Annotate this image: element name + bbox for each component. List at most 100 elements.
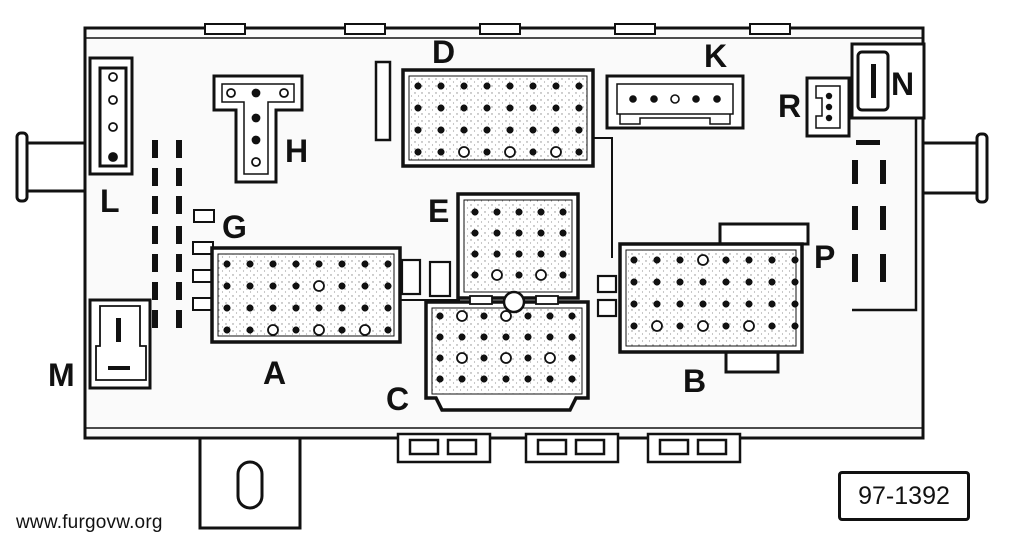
pin [722, 278, 730, 286]
pin [506, 104, 514, 112]
figure-id-box: 97-1392 [838, 471, 970, 521]
pin [699, 278, 707, 286]
hollow-pin [313, 280, 325, 292]
pin [653, 278, 661, 286]
pin [630, 256, 638, 264]
pin [515, 208, 523, 216]
pin [502, 375, 510, 383]
pin [384, 326, 392, 334]
hollow-pin [535, 269, 547, 281]
connector-m [88, 298, 152, 390]
pin [436, 354, 444, 362]
pin [515, 271, 523, 279]
label-h: H [285, 133, 308, 169]
hollow-pin [359, 324, 371, 336]
pin [436, 333, 444, 341]
figure-id: 97-1392 [858, 481, 950, 510]
connector-h-inner [221, 83, 295, 175]
pin [361, 260, 369, 268]
pin [269, 282, 277, 290]
connector-r [805, 76, 851, 138]
pin [361, 282, 369, 290]
hollow-pin [456, 310, 468, 322]
pin [768, 278, 776, 286]
pin [338, 260, 346, 268]
pin [483, 104, 491, 112]
pin [506, 82, 514, 90]
pin [292, 282, 300, 290]
pin [546, 333, 554, 341]
connector-b-pins [630, 254, 799, 332]
hollow-pin [313, 324, 325, 336]
pin [458, 333, 466, 341]
pin [552, 104, 560, 112]
label-c: C [386, 381, 409, 417]
pin [246, 282, 254, 290]
connector-r-pins [825, 92, 833, 122]
pin [722, 322, 730, 330]
pin [537, 208, 545, 216]
pin [630, 322, 638, 330]
fuse-slots-right [852, 140, 886, 282]
label-l: L [100, 183, 120, 219]
pin [338, 326, 346, 334]
pin [338, 282, 346, 290]
pin [483, 126, 491, 134]
d-b-link-line [593, 137, 613, 258]
pin [791, 300, 799, 308]
hollow-pin [651, 320, 663, 332]
connector-d [401, 68, 595, 168]
pin [269, 260, 277, 268]
hollow-pin [550, 146, 562, 158]
pin [529, 104, 537, 112]
connector-c [424, 290, 590, 412]
label-g: G [222, 209, 247, 245]
hollow-pin [491, 269, 503, 281]
pin [437, 82, 445, 90]
left-mount-peg [15, 131, 87, 203]
pin [414, 148, 422, 156]
pin [223, 282, 231, 290]
pin [791, 256, 799, 264]
pin [745, 256, 753, 264]
pin [338, 304, 346, 312]
pin [699, 300, 707, 308]
pin [676, 278, 684, 286]
pin [223, 304, 231, 312]
hollow-pin [267, 324, 279, 336]
pin [292, 260, 300, 268]
label-k: K [704, 38, 727, 74]
hollow-pin [697, 254, 709, 266]
top-clips [204, 23, 791, 35]
pin [546, 312, 554, 320]
pin [246, 260, 254, 268]
pin [315, 260, 323, 268]
connector-g [192, 209, 215, 311]
hollow-pin [504, 146, 516, 158]
divider-bar [374, 60, 392, 142]
pin [480, 312, 488, 320]
pin [559, 208, 567, 216]
pin [568, 333, 576, 341]
label-d: D [432, 34, 455, 70]
pin [502, 333, 510, 341]
pin [568, 312, 576, 320]
pin [246, 326, 254, 334]
pin [745, 300, 753, 308]
pin [480, 354, 488, 362]
fuse-slots-left [152, 140, 182, 328]
pin [552, 126, 560, 134]
pin [292, 326, 300, 334]
pin [384, 260, 392, 268]
connector-e-pins [471, 208, 567, 281]
pin [575, 104, 583, 112]
pin [460, 82, 468, 90]
connector-k-pins [629, 94, 721, 104]
pin [493, 208, 501, 216]
pin [524, 375, 532, 383]
pin [722, 256, 730, 264]
pin [630, 278, 638, 286]
pin [653, 256, 661, 264]
pin [493, 229, 501, 237]
